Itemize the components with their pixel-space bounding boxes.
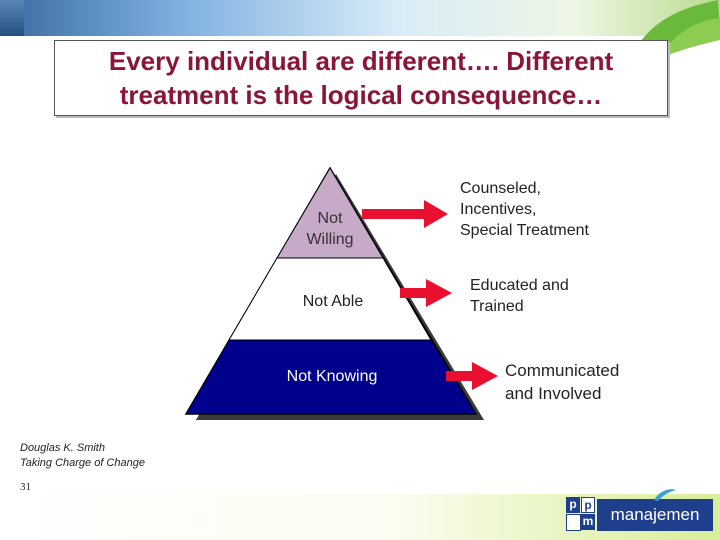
title-line-1: Every individual are different…. Differe… [108, 46, 614, 76]
result-line: Trained [470, 298, 524, 315]
title-box: Every individual are different…. Differe… [54, 40, 668, 116]
source-book: Taking Charge of Change [20, 457, 145, 469]
result-counseled: Counseled, Incentives, Special Treatment [460, 178, 630, 241]
page-number: 31 [20, 481, 31, 493]
logo-letter: p [581, 497, 595, 513]
result-line: Educated and [470, 277, 569, 294]
arrow-3 [446, 362, 498, 390]
arrow-1 [362, 200, 448, 228]
tier-label-line: Willing [306, 231, 354, 248]
tier-label-not-willing: Not Willing [290, 208, 370, 250]
tier-not-knowing [185, 339, 477, 415]
top-banner [0, 0, 720, 36]
source-citation: Douglas K. Smith Taking Charge of Change [20, 441, 145, 471]
result-line: and Involved [505, 384, 602, 403]
arrow-2 [400, 279, 452, 307]
slide-title: Every individual are different…. Differe… [55, 41, 667, 115]
tier-label-line: Not [317, 210, 343, 227]
tier-label-not-able: Not Able [302, 293, 364, 310]
result-line: Special Treatment [460, 222, 589, 239]
result-educated: Educated and Trained [470, 275, 610, 317]
logo-swoosh [654, 489, 676, 501]
logo-letter: m [581, 514, 595, 530]
source-author: Douglas K. Smith [20, 442, 105, 454]
logo-letter: p [566, 497, 580, 513]
ppm-logo-mark: p p m [566, 497, 596, 531]
result-communicated: Communicated and Involved [505, 359, 675, 405]
result-line: Communicated [505, 361, 620, 380]
result-line: Counseled, [460, 180, 541, 197]
result-line: Incentives, [460, 201, 537, 218]
title-line-2: treatment is the logical consequence… [119, 80, 603, 110]
building-photo [0, 0, 24, 36]
logo-cell-empty [566, 514, 581, 531]
tier-label-not-knowing: Not Knowing [286, 368, 378, 385]
logo-wordmark: manajemen [597, 499, 713, 531]
